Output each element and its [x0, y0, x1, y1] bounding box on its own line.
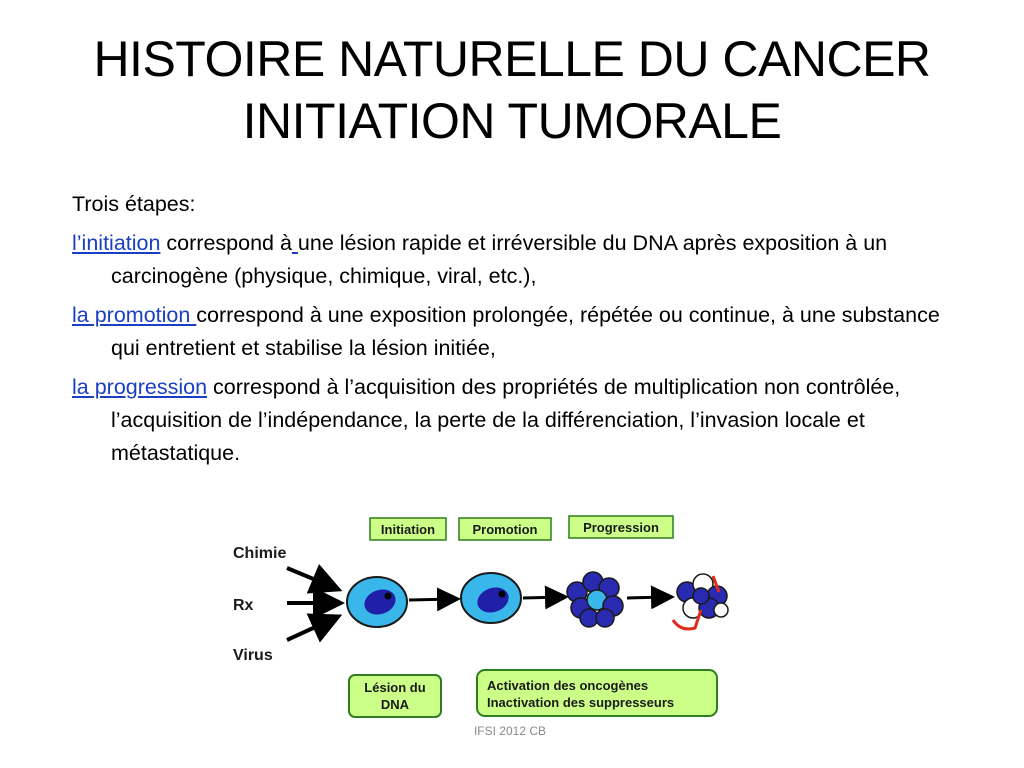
promotion-link[interactable]: la promotion	[72, 303, 197, 327]
activation-line-2: Inactivation des suppresseurs	[487, 695, 674, 710]
slide-title: HISTOIRE NATURELLE DU CANCER INITIATION …	[40, 28, 984, 152]
initiation-text-b: une lésion rapide et irréversible du DNA…	[111, 231, 888, 288]
arrow-promotion-to-progression	[522, 585, 569, 610]
slide-body: Trois étapes: l’initiation correspond à …	[72, 188, 972, 476]
arrow-chimie	[286, 564, 343, 594]
step-promotion: la promotion correspond à une exposition…	[72, 299, 972, 365]
lesion-line-1: Lésion du	[364, 680, 425, 695]
step-progression: la progression correspond à l’acquisitio…	[72, 371, 972, 470]
step-initiation: l’initiation correspond à une lésion rap…	[72, 227, 972, 293]
stage-label-progression: Progression	[583, 520, 659, 535]
progression-link[interactable]: la progression	[72, 375, 208, 399]
title-line-2: INITIATION TUMORALE	[242, 93, 782, 149]
initiation-link[interactable]: l’initiation	[72, 231, 161, 255]
promotion-text: correspond à une exposition prolongée, r…	[111, 303, 940, 360]
intro-text: Trois étapes:	[72, 192, 196, 216]
red-invasion-arrow-icon	[671, 609, 703, 631]
cancer-stages-diagram: Initiation Promotion Progression Chimie …	[225, 510, 735, 725]
agent-chimie: Chimie	[233, 545, 286, 562]
arrow-to-invasion	[626, 585, 675, 610]
stage-label-promotion: Promotion	[473, 522, 538, 537]
initiation-text-a: correspond à	[166, 231, 292, 255]
invasive-cluster-icon	[676, 573, 729, 619]
lesion-box: Lésion du DNA	[348, 674, 442, 718]
stage-box-promotion: Promotion	[458, 517, 552, 541]
slide-footer: IFSI 2012 CB	[473, 724, 547, 738]
stage-box-initiation: Initiation	[369, 517, 447, 541]
diagram-svg: Initiation Promotion Progression Chimie …	[233, 515, 729, 718]
activation-box: Activation des oncogènes Inactivation de…	[476, 669, 718, 717]
title-line-1: HISTOIRE NATURELLE DU CANCER	[93, 31, 931, 87]
cell-promoted-icon	[460, 572, 522, 624]
agent-rx: Rx	[233, 597, 254, 614]
lesion-line-2: DNA	[381, 697, 410, 712]
arrow-initiation-to-promotion	[408, 587, 461, 612]
progression-text: correspond à l’acquisition des propriété…	[111, 375, 901, 465]
agent-arrows	[286, 564, 345, 643]
cell-cluster-icon	[566, 571, 624, 628]
arrow-virus	[286, 613, 343, 643]
stage-box-progression: Progression	[568, 515, 674, 539]
red-invasion-mark-icon	[711, 575, 721, 593]
cell-initiated-icon	[346, 576, 408, 628]
activation-line-1: Activation des oncogènes	[487, 678, 648, 693]
stage-label-initiation: Initiation	[381, 522, 435, 537]
agent-virus: Virus	[233, 647, 273, 664]
